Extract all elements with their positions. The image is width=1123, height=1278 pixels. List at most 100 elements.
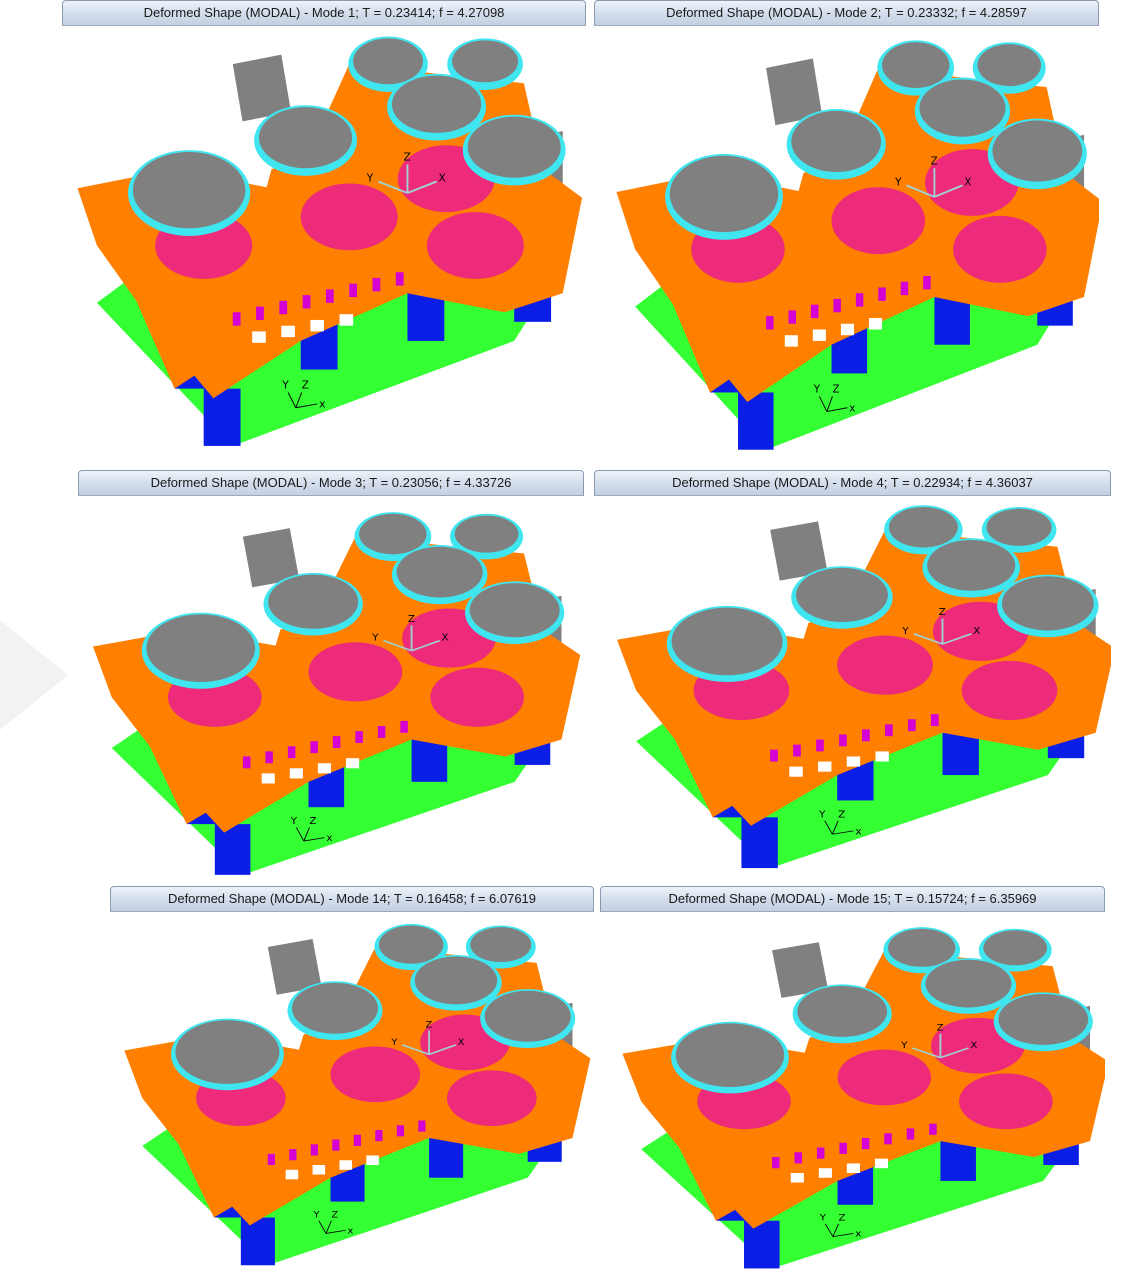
back-wall xyxy=(232,54,292,122)
triad-label-x: x xyxy=(855,827,861,837)
dome xyxy=(986,508,1052,546)
axis-label-y: Y xyxy=(366,173,374,185)
viewport-mode-1[interactable]: Deformed Shape (MODAL) - Mode 1; T = 0.2… xyxy=(62,0,586,465)
joint xyxy=(908,719,916,732)
window xyxy=(317,763,331,774)
dome xyxy=(882,42,950,89)
joint xyxy=(816,739,824,752)
joint xyxy=(923,276,931,290)
joint xyxy=(375,1130,383,1142)
window xyxy=(789,766,803,777)
dome xyxy=(291,982,378,1034)
joint xyxy=(372,277,381,292)
joint xyxy=(267,1153,275,1166)
pendentive xyxy=(831,187,926,255)
pier xyxy=(214,824,251,875)
triad-x xyxy=(832,1233,854,1238)
window xyxy=(868,318,883,330)
joint xyxy=(862,729,870,742)
viewport-title-tab[interactable]: Deformed Shape (MODAL) - Mode 14; T = 0.… xyxy=(110,886,594,912)
axis-label-z: Z xyxy=(425,1020,432,1030)
joint xyxy=(349,283,357,298)
axis-label-y: Y xyxy=(894,176,902,188)
buttress xyxy=(626,631,742,818)
axis-label-z: Z xyxy=(408,614,415,624)
dome xyxy=(888,506,958,548)
dome xyxy=(467,116,561,178)
viewport-title-tab[interactable]: Deformed Shape (MODAL) - Mode 15; T = 0.… xyxy=(600,886,1105,912)
triad-x xyxy=(295,403,318,409)
triad-label-z: Z xyxy=(309,817,316,827)
window xyxy=(312,1165,326,1175)
pier xyxy=(744,1220,780,1269)
triad-y xyxy=(295,827,305,842)
model-axis-x xyxy=(942,633,972,645)
axis-label-y: Y xyxy=(390,1037,397,1047)
model-axis-x xyxy=(411,639,441,652)
pier xyxy=(741,817,778,869)
axis-label-y: Y xyxy=(900,1041,908,1051)
triad-label-z: Z xyxy=(832,383,839,395)
viewport-title-tab[interactable]: Deformed Shape (MODAL) - Mode 3; T = 0.2… xyxy=(78,470,584,496)
joint xyxy=(770,749,778,762)
viewport-title-tab[interactable]: Deformed Shape (MODAL) - Mode 4; T = 0.2… xyxy=(594,470,1111,496)
triad-label-y: Y xyxy=(290,817,297,827)
axis-label-y: Y xyxy=(901,626,909,636)
dome xyxy=(469,583,560,638)
viewport-mode-15[interactable]: Deformed Shape (MODAL) - Mode 15; T = 0.… xyxy=(600,886,1105,1278)
window xyxy=(784,335,798,347)
axis-label-z: Z xyxy=(404,152,411,164)
viewport-title-tab[interactable]: Deformed Shape (MODAL) - Mode 2; T = 0.2… xyxy=(594,0,1099,26)
dome xyxy=(175,1020,280,1084)
axis-label-z: Z xyxy=(931,155,938,167)
viewport-title-tab[interactable]: Deformed Shape (MODAL) - Mode 1; T = 0.2… xyxy=(62,0,586,26)
viewport-mode-4[interactable]: Deformed Shape (MODAL) - Mode 4; T = 0.2… xyxy=(594,470,1111,885)
joint xyxy=(400,720,408,733)
dome xyxy=(268,574,359,629)
back-wall xyxy=(766,58,823,126)
back-wall xyxy=(770,521,828,581)
triad-z xyxy=(295,392,303,408)
viewport-mode-14[interactable]: Deformed Shape (MODAL) - Mode 14; T = 0.… xyxy=(110,886,594,1278)
triad-label-y: Y xyxy=(819,1213,827,1223)
dome xyxy=(925,959,1012,1008)
joint xyxy=(878,287,886,301)
axis-label-y: Y xyxy=(371,633,378,643)
viewport-mode-3[interactable]: Deformed Shape (MODAL) - Mode 3; T = 0.2… xyxy=(78,470,584,885)
joint xyxy=(885,724,893,737)
triad-label-y: Y xyxy=(312,1210,319,1220)
joint xyxy=(310,1144,318,1156)
joint xyxy=(788,310,796,324)
dome xyxy=(791,110,882,173)
joint xyxy=(833,298,841,313)
joint xyxy=(855,293,864,307)
dome xyxy=(919,79,1006,137)
joint xyxy=(332,1139,340,1151)
viewport-mode-2[interactable]: Deformed Shape (MODAL) - Mode 2; T = 0.2… xyxy=(594,0,1099,465)
buttress xyxy=(133,1042,241,1218)
triad-label-z: Z xyxy=(838,810,845,820)
axis-label-x: X xyxy=(442,633,449,643)
joint xyxy=(289,1149,297,1161)
joint xyxy=(232,312,241,326)
joint xyxy=(766,316,774,330)
dome xyxy=(258,107,353,169)
back-wall xyxy=(772,942,829,998)
dome xyxy=(977,44,1042,87)
triad-label-z: Z xyxy=(331,1210,338,1220)
triad-z xyxy=(831,820,839,835)
triad-label-z: Z xyxy=(838,1213,846,1223)
pendentive xyxy=(959,1073,1053,1130)
joint xyxy=(396,1125,404,1137)
dome xyxy=(797,985,888,1037)
axis-label-z: Z xyxy=(939,608,946,618)
